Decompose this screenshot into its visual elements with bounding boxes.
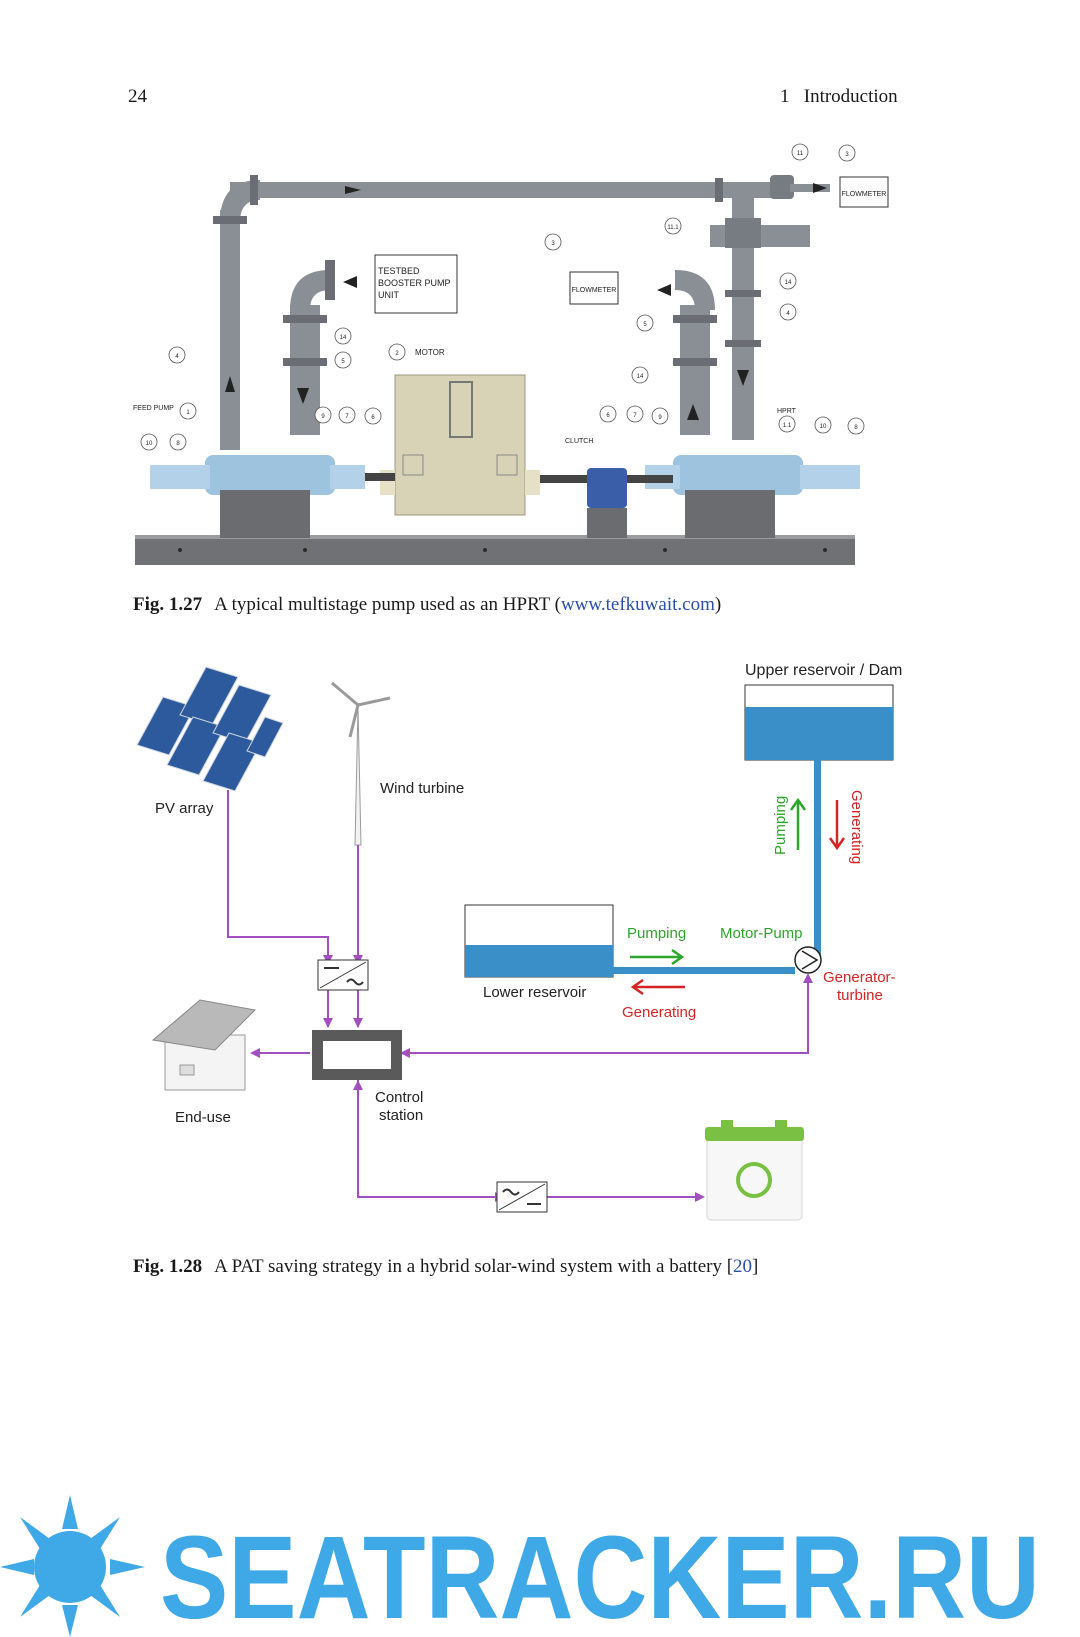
paren: ) (714, 594, 722, 615)
callout: 14 (340, 335, 347, 341)
clutch-label: CLUTCH (565, 438, 593, 445)
flowmeter-box-middle (569, 271, 619, 305)
callout: 6 (371, 415, 375, 421)
watermark: SEATRACKER.RU (0, 1495, 1040, 1637)
callout: 4 (175, 354, 179, 360)
caption-text: A PAT saving strategy in a hybrid solar-… (214, 1256, 722, 1277)
callout: 14 (785, 280, 792, 286)
chapter-title: Introduction (803, 86, 898, 107)
house-icon (151, 999, 257, 1091)
clutch (587, 468, 627, 508)
sun-burst-icon (0, 1495, 145, 1637)
callout: 9 (658, 415, 662, 421)
wind-turbine-label: Wind turbine (380, 780, 464, 797)
callout: 2 (395, 351, 399, 357)
running-header: 1 Introduction (780, 86, 898, 108)
watermark-text: SEATRACKER.RU (160, 1512, 1040, 1637)
pumping-up-arrow (789, 797, 807, 850)
testbed-line-2: BOOSTER PUMP (378, 278, 451, 288)
wind-turbine (331, 681, 391, 846)
testbed-line-1: TESTBED (378, 266, 420, 276)
testbed-box (374, 254, 458, 314)
figure-label: Fig. 1.28 (133, 1256, 203, 1277)
callout: 4 (786, 311, 790, 317)
pumping-vertical-label: Pumping (772, 796, 789, 855)
base-rail (135, 535, 855, 565)
pv-array (136, 666, 284, 792)
feed-pump-body (205, 455, 335, 495)
generating-down-arrow (828, 800, 846, 851)
callout: 7 (345, 414, 349, 420)
upper-reservoir-label: Upper reservoir / Dam (745, 662, 902, 679)
callout: 10 (820, 424, 827, 430)
motor-label: MOTOR (415, 348, 445, 357)
callout: 11.1 (667, 225, 679, 231)
callout: 1 (186, 410, 190, 416)
motor (394, 374, 526, 516)
callout: 8 (176, 441, 180, 447)
flowmeter-box-top (839, 176, 889, 208)
bracket: ] (752, 1256, 759, 1277)
generator-label: Generator- (823, 969, 896, 986)
end-use-label: End-use (175, 1109, 231, 1126)
callout: 11 (797, 151, 804, 157)
pumping-right-arrow (630, 948, 685, 966)
chapter-number: 1 (780, 86, 790, 107)
callout: 1.1 (783, 423, 792, 429)
station-label: station (379, 1107, 423, 1124)
callout: 9 (321, 414, 325, 420)
inverter-bottom (496, 1181, 548, 1213)
page-number: 24 (128, 86, 147, 107)
callout: 14 (637, 374, 644, 380)
hprt-body (673, 455, 803, 495)
inverter-top (317, 959, 369, 991)
battery-icon (705, 1120, 804, 1221)
callout: 5 (341, 359, 345, 365)
pv-array-label: PV array (155, 800, 214, 817)
figure-1-28-diagram: Upper reservoir / Dam Pumping Generating… (136, 662, 902, 1221)
callout: 6 (606, 413, 610, 419)
callout: 10 (146, 441, 153, 447)
callout: 5 (643, 322, 647, 328)
hprt-label: HPRT (777, 408, 797, 415)
feed-pump-label: FEED PUMP (133, 405, 174, 412)
control-label: Control (375, 1089, 423, 1106)
callout: 8 (854, 425, 858, 431)
generating-label: Generating (622, 1004, 696, 1021)
figure-1-27-caption: Fig. 1.27 A typical multistage pump used … (133, 594, 721, 616)
callout: 3 (551, 241, 555, 247)
paren: ( (554, 594, 561, 615)
figure-1-27-pump-drawing: FLOWMETER TESTBED BOOSTER PUMP UNIT FLOW… (133, 143, 889, 565)
flowmeter-label-middle: FLOWMETER (572, 287, 617, 294)
generating-left-arrow (630, 978, 685, 996)
flowmeter-label-top: FLOWMETER (842, 191, 887, 198)
turbine-label: turbine (837, 987, 883, 1004)
return-pipe (230, 182, 790, 198)
bracket: [ (726, 1256, 734, 1277)
lower-reservoir-label: Lower reservoir (483, 984, 586, 1001)
source-link[interactable]: www.tefkuwait.com (560, 594, 715, 615)
generating-vertical-label: Generating (848, 790, 865, 864)
caption-text: A typical multistage pump used as an HPR… (214, 594, 550, 615)
reference-link[interactable]: 20 (733, 1256, 753, 1277)
figure-1-28-caption: Fig. 1.28 A PAT saving strategy in a hybr… (133, 1256, 758, 1278)
figure-label: Fig. 1.27 (133, 594, 203, 615)
testbed-line-3: UNIT (378, 290, 399, 300)
callout: 3 (845, 152, 849, 158)
callout: 7 (633, 413, 637, 419)
pumping-label: Pumping (627, 925, 686, 942)
motor-pump-label: Motor-Pump (720, 925, 803, 942)
